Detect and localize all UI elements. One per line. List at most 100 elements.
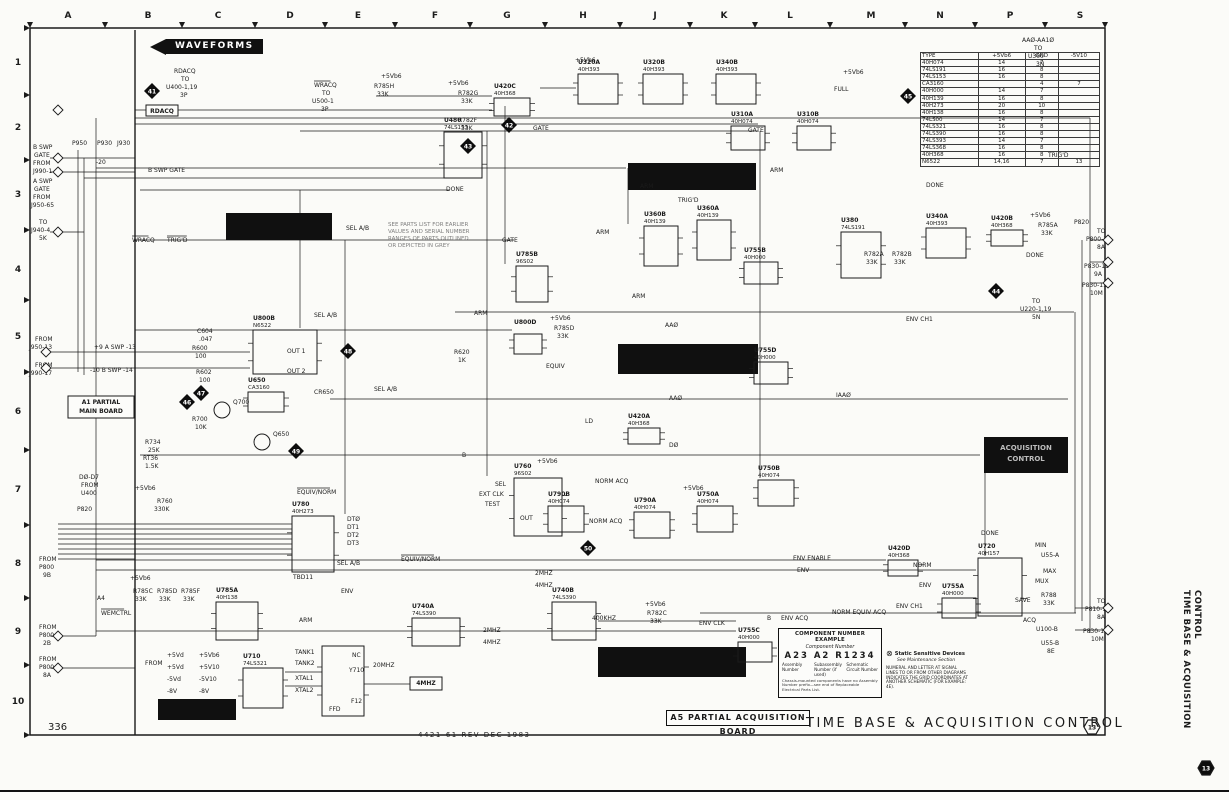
schematic-label: 3P bbox=[321, 106, 329, 113]
schematic-label: 330K bbox=[154, 506, 170, 513]
schematic-label: DONE bbox=[926, 182, 944, 189]
component-u755a bbox=[941, 597, 977, 619]
component-u710-ref: U710 bbox=[243, 653, 260, 660]
power-table-cell bbox=[977, 80, 1026, 89]
power-table-cell: 16 bbox=[977, 122, 1026, 132]
grid-tick bbox=[827, 22, 833, 28]
component-u420c bbox=[493, 97, 531, 117]
component-u650-ref: U650 bbox=[248, 377, 265, 384]
schematic-label: FROM bbox=[145, 660, 163, 667]
power-table-cell: 20 bbox=[977, 101, 1026, 110]
schematic-label: NORM EQUIV ACQ bbox=[832, 609, 886, 616]
component-u755b bbox=[743, 261, 779, 285]
connector-diamond bbox=[1102, 256, 1114, 268]
schematic-label: 100 bbox=[199, 377, 211, 384]
label-box-text: 4MHZ bbox=[416, 680, 436, 687]
grid-tick bbox=[102, 22, 108, 28]
power-table-cell: 4 bbox=[1024, 80, 1059, 89]
power-table-cell: 14 bbox=[977, 115, 1026, 124]
component-u755c-part: 40H000 bbox=[738, 635, 760, 641]
page-number: 336 bbox=[48, 722, 68, 733]
component-u420b-part: 40H368 bbox=[991, 223, 1013, 229]
power-table-cell: 8 bbox=[1024, 94, 1059, 103]
schematic-label: R788 bbox=[1041, 592, 1057, 599]
component-u420d-ref: U420D bbox=[888, 545, 910, 552]
component-u800b bbox=[252, 329, 318, 375]
component-u340b-ref: U340B bbox=[716, 59, 738, 66]
schematic-label: P800 bbox=[39, 564, 54, 571]
schematic-label: 33K bbox=[461, 125, 474, 132]
component-u740a-ref: U740A bbox=[412, 603, 434, 610]
grid-tick bbox=[24, 522, 30, 528]
waveforms-banner: WAVEFORMS bbox=[150, 38, 263, 55]
schematic-label: +5Vd bbox=[167, 652, 184, 659]
schematic-label: MAX bbox=[1043, 568, 1056, 575]
schematic-label: DT3 bbox=[347, 540, 359, 547]
schematic-label: FROM bbox=[33, 194, 51, 201]
schematic-label: R785C bbox=[133, 588, 153, 595]
schematic-label: U220-1,19 bbox=[1020, 306, 1052, 313]
schematic-label: R760 bbox=[157, 498, 173, 505]
component-u755b-ref: U755B bbox=[744, 247, 766, 254]
component-u710 bbox=[242, 667, 284, 709]
schematic-label: P950 bbox=[72, 140, 87, 147]
redacted-block-label: CONTROL bbox=[1007, 455, 1045, 463]
schematic-label: P800 bbox=[39, 632, 54, 639]
schematic-label: ENV bbox=[919, 582, 932, 589]
power-table-cell bbox=[1057, 66, 1101, 75]
schematic-label: 1.5K bbox=[145, 463, 160, 470]
component-number-label: Component Number bbox=[805, 645, 855, 650]
schematic-label: SAVE bbox=[1015, 597, 1031, 604]
power-table-cell: 7 bbox=[1024, 87, 1059, 96]
subassembly-number-label: Subassembly Number (if used) bbox=[814, 662, 843, 677]
schematic-label: TRIG'D bbox=[677, 197, 699, 204]
component-u785a bbox=[215, 601, 259, 641]
grey-note-line: OR DEPICTED IN GREY bbox=[388, 243, 450, 249]
schematic-label: TO bbox=[321, 90, 331, 97]
schematic-label: P800-11 bbox=[1086, 236, 1111, 243]
grid-tick bbox=[1102, 22, 1108, 28]
callout-42-number: 42 bbox=[505, 122, 513, 129]
callout-43-number: 43 bbox=[464, 143, 472, 150]
grid-tick bbox=[24, 25, 30, 31]
schematic-label: J940-4 bbox=[30, 227, 50, 234]
schematic-label: 20MHZ bbox=[373, 662, 394, 669]
static-sensitive-icon: ⊗ bbox=[886, 649, 893, 658]
component-u420b bbox=[990, 229, 1024, 247]
grid-tick bbox=[687, 22, 693, 28]
schematic-label: 2MHZ bbox=[535, 570, 553, 577]
component-u340b-part: 40H393 bbox=[716, 67, 738, 73]
example-title: COMPONENT NUMBER EXAMPLE bbox=[794, 631, 866, 643]
component-u750a-part: 40H074 bbox=[697, 499, 719, 505]
schematic-label: 9B bbox=[43, 572, 51, 579]
grid-row-4: 4 bbox=[15, 265, 21, 275]
schematic-label: R600 bbox=[192, 345, 208, 352]
power-table-cell: 74LS368 bbox=[920, 144, 979, 153]
schematic-label: TANK1 bbox=[294, 649, 315, 656]
grid-col-d: D bbox=[286, 11, 293, 21]
schematic-label: -20 bbox=[96, 159, 106, 166]
schematic-label: J950-13 bbox=[28, 344, 52, 351]
component-u420a-part: 40H368 bbox=[628, 421, 650, 427]
schematic-label: TRIG'D bbox=[166, 237, 188, 244]
component-u780-ref: U780 bbox=[292, 501, 309, 508]
schematic-label: 8A bbox=[43, 672, 52, 679]
power-table-cell: 40H368 bbox=[920, 151, 979, 160]
grid-tick bbox=[752, 22, 758, 28]
schematic-label: 33K bbox=[1043, 600, 1056, 607]
schematic-label: DONE bbox=[1026, 252, 1044, 259]
power-table-cell bbox=[1057, 73, 1101, 82]
schematic-label: NORM ACQ bbox=[589, 518, 623, 525]
component-u760 bbox=[513, 477, 563, 537]
component-u740a-part: 74LS390 bbox=[412, 611, 437, 617]
component-u360a bbox=[696, 219, 732, 261]
schematic-label: 9A bbox=[1094, 271, 1103, 278]
schematic-label: J950-65 bbox=[30, 202, 54, 209]
schematic-label: +5Vb6 bbox=[448, 80, 469, 87]
